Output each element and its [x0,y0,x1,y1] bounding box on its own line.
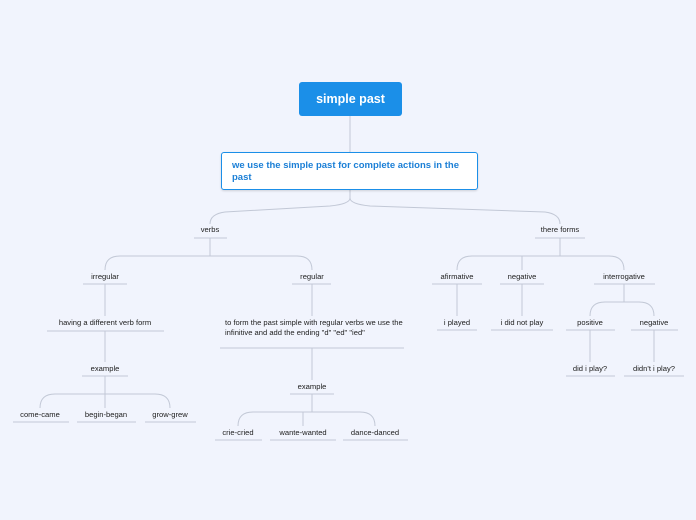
negative-example[interactable]: i did not play [500,318,544,327]
interrogative-negative-topic[interactable]: negative [639,318,669,327]
interrogative-topic[interactable]: interrogative [603,272,645,281]
regular-item[interactable]: wante-wanted [279,428,327,437]
negative-question[interactable]: didn't i play? [633,364,675,373]
root-topic[interactable]: simple past [299,82,402,116]
irregular-item[interactable]: come-came [20,410,60,419]
positive-topic[interactable]: positive [577,318,603,327]
verbs-topic[interactable]: verbs [200,225,220,234]
there-forms-topic[interactable]: there forms [540,225,580,234]
positive-question[interactable]: did i play? [572,364,608,373]
regular-description[interactable]: to form the past simple with regular ver… [225,318,403,337]
irregular-item[interactable]: begin-began [84,410,128,419]
regular-topic[interactable]: regular [300,272,324,281]
regular-item[interactable]: dance-danced [350,428,400,437]
irregular-topic[interactable]: irregular [91,272,119,281]
main-topic[interactable]: we use the simple past for complete acti… [221,152,478,190]
affirmative-topic[interactable]: afirmative [440,272,474,281]
regular-example-label[interactable]: example [297,382,327,391]
negative-topic[interactable]: negative [507,272,537,281]
irregular-example-label[interactable]: example [90,364,120,373]
irregular-description[interactable]: having a different verb form [58,318,152,327]
irregular-item[interactable]: grow-grew [152,410,188,419]
regular-item[interactable]: crie-cried [222,428,254,437]
affirmative-example[interactable]: i played [443,318,471,327]
